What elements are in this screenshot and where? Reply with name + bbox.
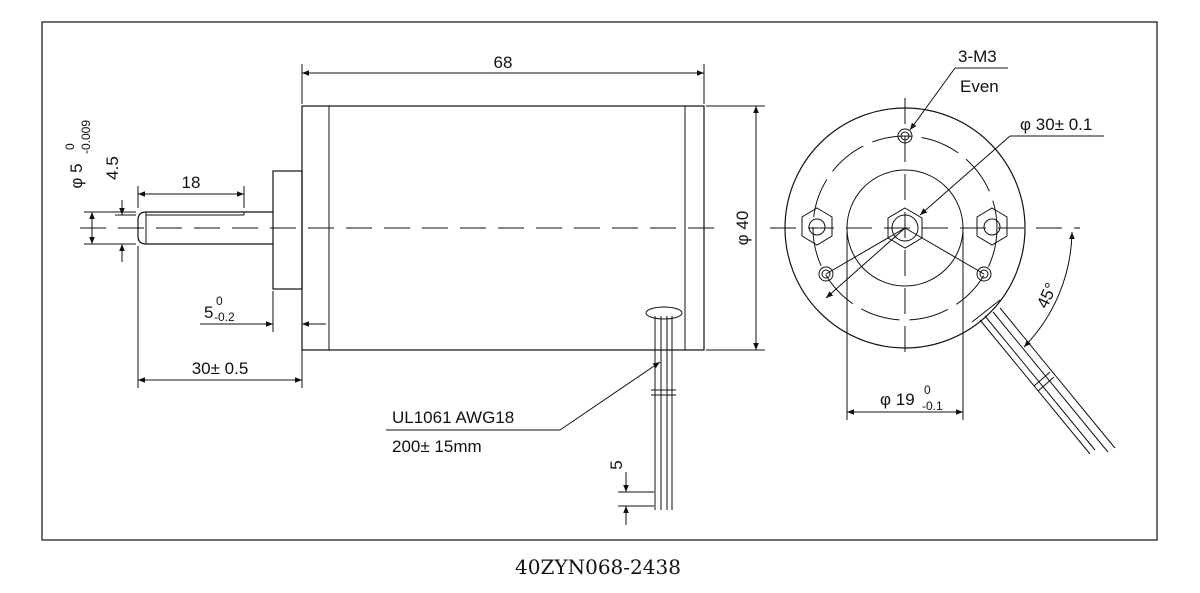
pilot-diameter-label: φ 19 [880,390,915,409]
dim-flat-depth: 4.5 [103,156,122,180]
angle-label: 45° [1033,280,1061,311]
dim-body-length: 68 [494,53,513,72]
pilot-tol-upper: 0 [924,383,931,397]
wire-length: 200± 15mm [392,437,482,456]
dim-shaft-length: 30± 0.5 [192,359,249,378]
pilot-tol-lower: -0.1 [922,399,943,413]
front-boss [272,170,303,290]
dim-shaft-diameter: φ 5 [67,163,86,188]
lead-wires [654,316,673,505]
dim-shaft-tol-lower: -0.009 [79,120,93,154]
wire-spec: UL1061 AWG18 [392,408,514,427]
mount-hole-left [801,207,833,246]
wire-grommet [645,306,683,320]
screw-hole-right [976,266,992,282]
dim-shaft-tol-upper: 0 [63,143,77,150]
dim-flat-length: 18 [182,173,201,192]
mount-hole-right [976,207,1008,246]
screws-label: 3-M3 [958,47,997,66]
dim-boss-tol-lower: -0.2 [214,310,235,324]
dim-boss-height: 5 [204,303,213,322]
front-view: 3-M3 Even φ 30± 0.1 φ 19 0 -0.1 45° [770,47,1116,455]
screw-hole-left [818,266,834,282]
drawing-frame [41,21,1158,541]
center-hex [887,207,923,249]
side-view: 68 φ 40 18 φ 5 0 -0.009 4.5 5 0 -0.2 [63,53,765,525]
screw-hole-top [897,128,913,144]
dim-body-diameter: φ 40 [733,211,752,246]
dim-wire-strip: 5 [607,460,626,469]
model-caption: 40ZYN068-2438 [515,555,681,579]
dim-boss-tol-upper: 0 [216,294,223,308]
front-lead-wires [979,307,1111,455]
bolt-circle-label: φ 30± 0.1 [1020,115,1092,134]
screws-note: Even [960,77,999,96]
